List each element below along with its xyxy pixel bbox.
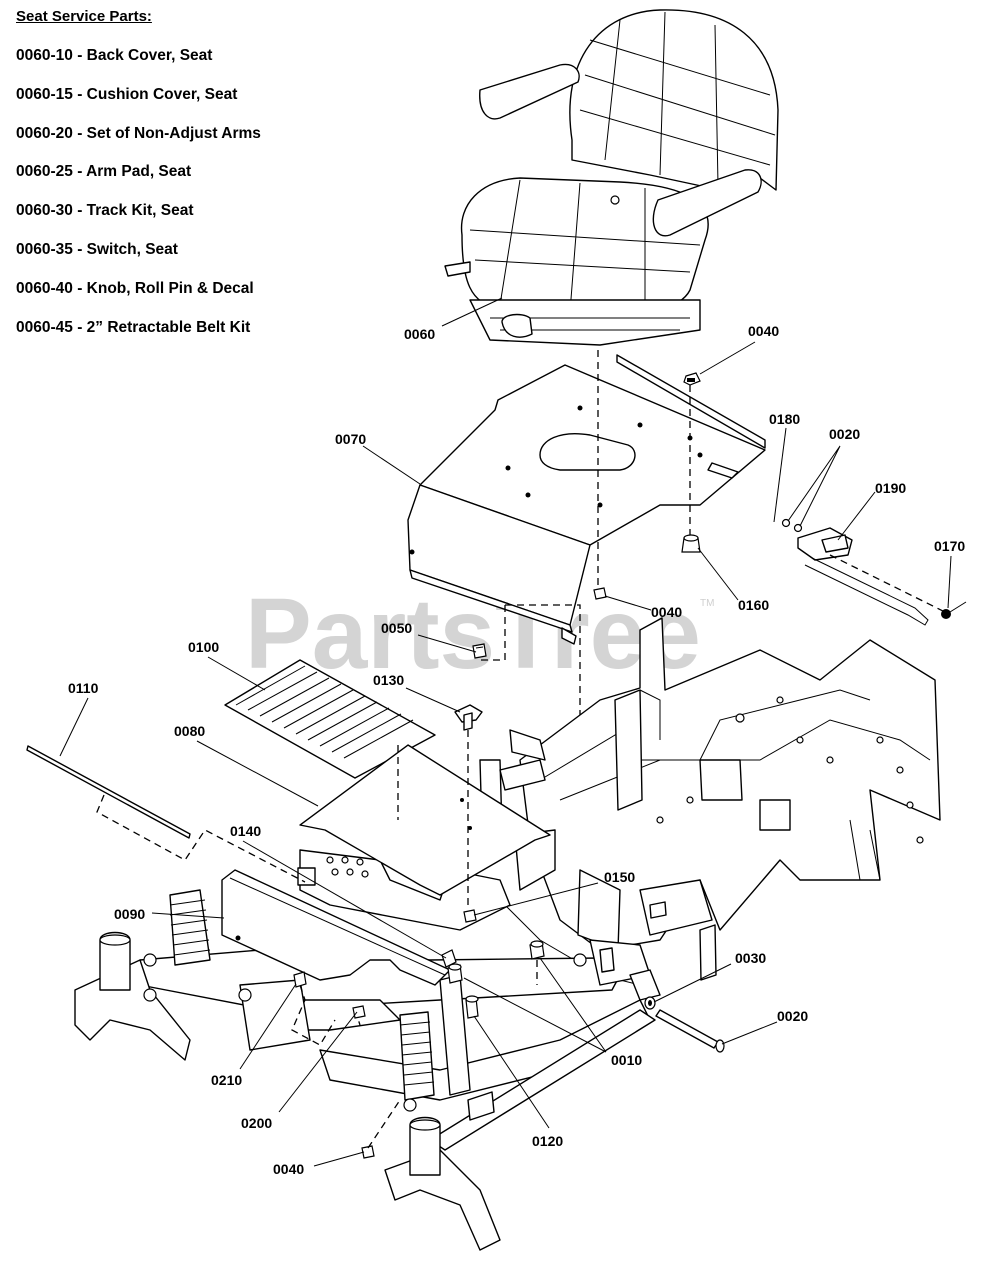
service-part-item: 0060-40 - Knob, Roll Pin & Decal <box>16 279 254 297</box>
callout-0190: 0190 <box>875 480 906 496</box>
side-panel[interactable] <box>221 869 451 986</box>
floor-mat[interactable] <box>224 659 436 779</box>
callout-0160: 0160 <box>738 597 769 613</box>
callout-0010: 0010 <box>611 1052 642 1068</box>
watermark-trademark: TM <box>700 598 714 609</box>
seat-pan[interactable] <box>407 354 766 645</box>
callout-0130: 0130 <box>373 672 404 688</box>
bolt-0010-b[interactable] <box>529 940 545 960</box>
bolt-0010-a[interactable] <box>447 963 463 984</box>
service-part-item: 0060-35 - Switch, Seat <box>16 240 178 258</box>
callout-0040-top: 0040 <box>748 323 779 339</box>
callout-0060: 0060 <box>404 326 435 342</box>
seat-switch-harness[interactable] <box>773 505 967 626</box>
callout-0040-bottom: 0040 <box>273 1161 304 1177</box>
callout-0170: 0170 <box>934 538 965 554</box>
nut-0150[interactable] <box>463 909 477 923</box>
floor-plate[interactable] <box>299 744 551 896</box>
bottom-nut-guide <box>367 1099 401 1149</box>
callout-0110: 0110 <box>68 680 99 696</box>
callout-0140: 0140 <box>230 823 261 839</box>
service-part-item: 0060-30 - Track Kit, Seat <box>16 202 194 220</box>
seat-assembly[interactable] <box>444 9 779 346</box>
service-parts-title: Seat Service Parts: <box>16 8 152 25</box>
service-part-item: 0060-25 - Arm Pad, Seat <box>16 163 192 181</box>
callout-0030: 0030 <box>735 950 766 966</box>
callout-0090: 0090 <box>114 906 145 922</box>
front-axle-assembly[interactable] <box>74 889 717 1251</box>
bolt-0140[interactable] <box>441 949 457 968</box>
callout-0050: 0050 <box>381 620 412 636</box>
nut-0050[interactable] <box>472 643 487 659</box>
pin-0020[interactable] <box>655 1009 725 1053</box>
washer-0030[interactable] <box>644 996 656 1010</box>
service-part-item: 0060-20 - Set of Non-Adjust Arms <box>16 124 261 142</box>
mower-frame[interactable] <box>297 617 941 986</box>
callout-0020-bottom: 0020 <box>777 1008 808 1024</box>
service-part-item: 0060-10 - Back Cover, Seat <box>16 47 213 64</box>
trim-strip[interactable] <box>26 745 191 839</box>
knob-0130[interactable] <box>454 704 483 731</box>
callout-0070: 0070 <box>335 431 366 447</box>
bolt-0120[interactable] <box>465 995 479 1019</box>
leader-lines <box>59 297 952 1167</box>
callout-0100: 0100 <box>188 639 219 655</box>
bolt-0210[interactable] <box>293 971 307 988</box>
nut-0040-mid[interactable] <box>593 587 607 600</box>
nut-0200[interactable] <box>352 1005 366 1019</box>
callout-0020-top: 0020 <box>829 426 860 442</box>
trim-strip-guide <box>96 794 306 883</box>
service-part-item: 0060-15 - Cushion Cover, Seat <box>16 85 238 103</box>
service-parts-list: 0060-10 - Back Cover, Seat 0060-15 - Cus… <box>16 46 261 356</box>
callout-0180: 0180 <box>769 411 800 427</box>
callout-0040-mid: 0040 <box>651 604 682 620</box>
seat-service-parts: Seat Service Parts: 0060-10 - Back Cover… <box>16 8 261 356</box>
nut-0040-top[interactable] <box>683 372 701 386</box>
callout-0200: 0200 <box>241 1115 272 1131</box>
bumper-0160[interactable] <box>681 534 701 553</box>
callout-0080: 0080 <box>174 723 205 739</box>
callout-0150: 0150 <box>604 869 635 885</box>
callout-0210: 0210 <box>211 1072 242 1088</box>
service-part-item: 0060-45 - 2” Retractable Belt Kit <box>16 318 251 336</box>
callout-0120: 0120 <box>532 1133 563 1149</box>
